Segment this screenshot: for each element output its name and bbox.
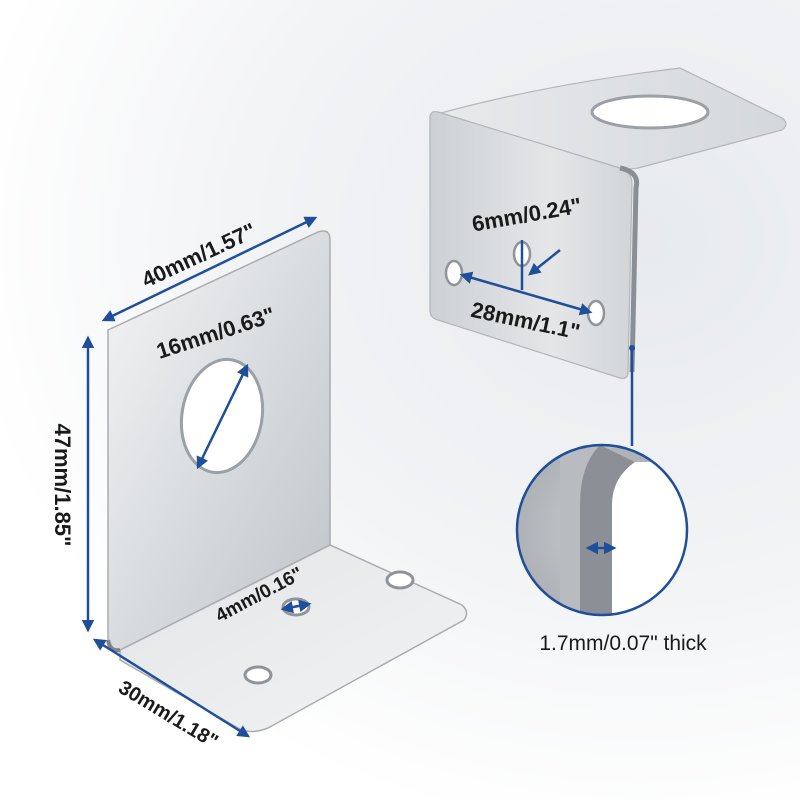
thickness-callout-point — [629, 345, 635, 351]
thickness-label: 1.7mm/0.07" thick — [539, 632, 707, 655]
right-big-hole — [590, 94, 710, 130]
right-small-hole-3 — [586, 299, 606, 327]
left-dimension-lines — [81, 216, 318, 738]
right-dimension-lines — [459, 240, 634, 446]
left-bracket — [106, 230, 468, 733]
thickness-zoom-circle — [515, 443, 689, 617]
right-small-hole-1 — [444, 259, 464, 287]
left-small-hole-3 — [243, 665, 273, 685]
left-small-hole-2 — [385, 570, 415, 590]
height-dimension-label: 47mm/1.85" — [50, 424, 75, 547]
